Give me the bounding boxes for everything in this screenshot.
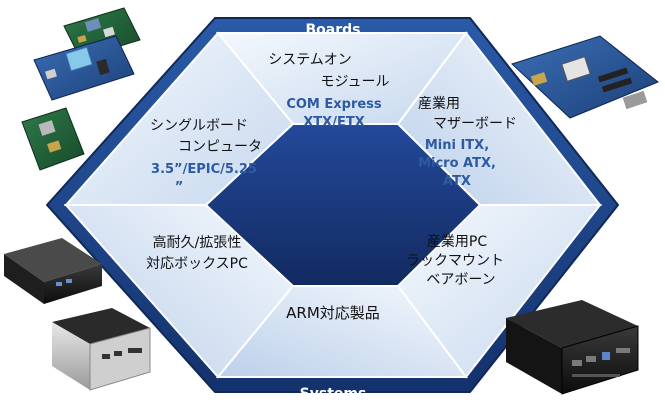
box-pc-photo-icon [4,238,102,304]
arm-title-line-1: ARM対応製品 [286,304,380,322]
sbc-title-line-2: コンピュータ [178,139,262,155]
mother-sub-line-1: Mini ITX, [425,138,489,153]
rack-title-line-3: ベアボーン [426,272,495,288]
mother-title-line-1: 産業用 [418,96,460,112]
sbc-sub-line-2: ” [175,180,184,195]
board-photo-icon [33,35,135,101]
mother-sub-line-2: Micro ATX, [418,156,496,171]
sbc-sub-line-1: 3.5”/EPIC/5.25 [151,162,257,177]
box-title-line-1: 高耐久/拡張性 [153,234,242,251]
rack-title-line-1: 産業用PC [427,234,487,250]
sbc-title-line-1: シングルボード [150,118,248,134]
box-title-line-2: 対応ボックスPC [146,256,248,272]
mother-title-line-2: マザーボード [433,116,517,132]
com-sub-line-2: XTX/ETX [303,115,364,130]
box-pc-photo-icon [52,308,151,391]
mother-sub-line-3: ATX [443,174,471,189]
com-sub-line-1: COM Express [286,97,382,112]
com-title-line-1: システムオン [268,52,352,68]
board-photo-icon [21,107,85,171]
center-hexagon [204,123,482,287]
com-title-line-2: モジュール [320,74,389,90]
ring-label-systems: Systems [300,386,367,402]
motherboard-photo-icon [511,35,659,119]
rackmount-pc-photo-icon [506,300,639,395]
ring-label-boards: Boards [306,22,361,38]
rack-title-line-2: ラックマウント [406,253,504,269]
